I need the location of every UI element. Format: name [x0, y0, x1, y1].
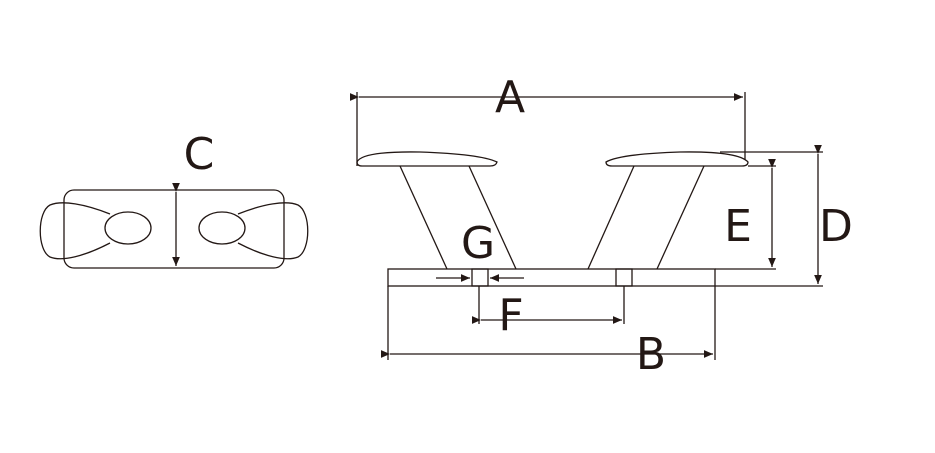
label-a: A	[494, 72, 526, 123]
side-view	[349, 92, 823, 360]
left-horn	[356, 151, 498, 167]
bolt-hole-left	[471, 268, 489, 287]
label-c: C	[183, 129, 215, 180]
base-plate	[387, 268, 716, 287]
top-view	[39, 182, 309, 269]
label-b: B	[635, 329, 667, 380]
label-f: F	[498, 290, 524, 341]
right-horn	[605, 151, 749, 167]
bolt-hole-right	[615, 268, 633, 287]
label-g: G	[460, 218, 496, 269]
label-e: E	[724, 201, 752, 252]
label-d: D	[819, 201, 853, 252]
